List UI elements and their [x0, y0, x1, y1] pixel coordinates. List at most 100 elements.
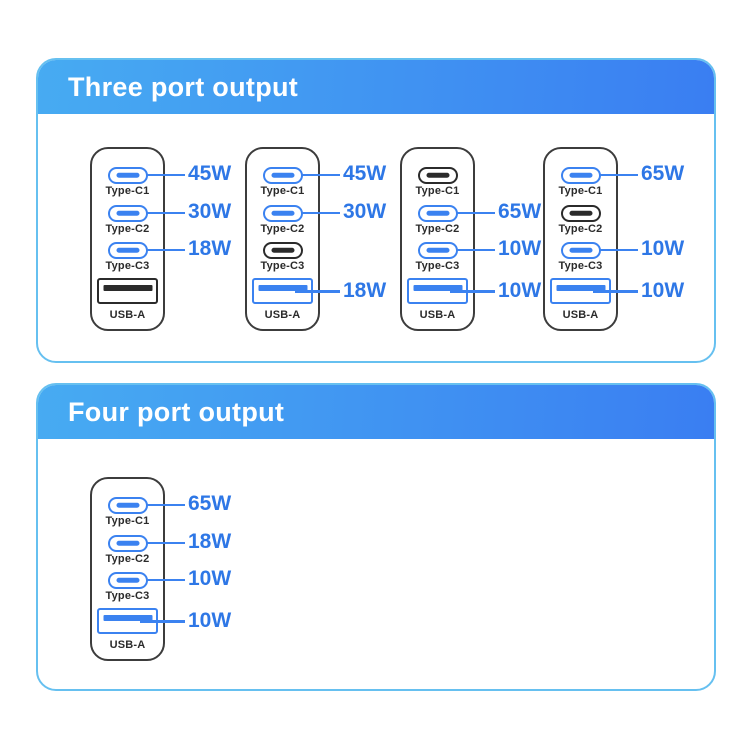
watt-label: 10W — [188, 609, 232, 632]
port-label: USB-A — [109, 639, 146, 651]
usbc-port-icon — [107, 241, 148, 259]
usbc-port-icon — [560, 166, 601, 184]
watt-label: 10W — [641, 237, 685, 260]
usbc-pin-bar — [271, 210, 294, 216]
usbc-pin-bar — [271, 172, 294, 178]
port-label: Type-C2 — [105, 223, 150, 235]
port-label: Type-C1 — [260, 185, 305, 197]
port-label: Type-C3 — [105, 590, 150, 602]
leader-line — [301, 211, 340, 215]
panel-header: Three port output — [38, 60, 714, 114]
leader-line — [140, 620, 185, 623]
usbc-pin-bar — [116, 210, 139, 216]
port-label: Type-C1 — [415, 185, 460, 197]
usbc-pin-bar — [426, 172, 449, 178]
leader-line — [146, 503, 185, 507]
watt-label: 10W — [498, 237, 542, 260]
leader-line — [593, 290, 638, 293]
usbc-pin-bar — [116, 502, 139, 508]
port-label: Type-C3 — [105, 260, 150, 272]
usba-pin-bar — [556, 284, 605, 291]
watt-label: 45W — [343, 162, 387, 185]
usbc-port-icon — [107, 204, 148, 222]
port-label: Type-C2 — [260, 223, 305, 235]
watt-label: 65W — [188, 492, 232, 515]
watt-label: 30W — [343, 200, 387, 223]
usbc-pin-bar — [116, 247, 139, 253]
port-label: Type-C1 — [105, 185, 150, 197]
usba-port-icon — [97, 278, 158, 304]
charger-diagram: Type-C1 65W Type-C2 18W Type-C3 10W USB-A 10W — [90, 477, 240, 663]
usbc-port-icon — [262, 204, 303, 222]
port-label: Type-C3 — [415, 260, 460, 272]
usbc-port-icon — [417, 204, 458, 222]
panel-title: Three port output — [68, 71, 299, 102]
leader-line — [146, 211, 185, 215]
leader-line — [146, 541, 185, 545]
port-label: Type-C1 — [105, 515, 150, 527]
panel-body: Type-C1 65W Type-C2 18W Type-C3 10W USB-A 10W — [38, 439, 714, 689]
leader-line — [146, 173, 185, 177]
leader-line — [450, 290, 495, 293]
watt-label: 10W — [188, 567, 232, 590]
watt-label: 65W — [498, 200, 542, 223]
watt-label: 18W — [188, 530, 232, 553]
port-label: Type-C3 — [558, 260, 603, 272]
port-label: USB-A — [562, 309, 599, 321]
usba-pin-bar — [413, 284, 462, 291]
leader-line — [599, 173, 638, 177]
leader-line — [146, 578, 185, 582]
leader-line — [301, 173, 340, 177]
port-label: Type-C1 — [558, 185, 603, 197]
port-label: Type-C2 — [415, 223, 460, 235]
panel-title: Four port output — [68, 396, 285, 427]
usbc-port-icon — [107, 166, 148, 184]
usbc-pin-bar — [116, 577, 139, 583]
usbc-port-icon — [107, 571, 148, 589]
watt-label: 18W — [343, 279, 387, 302]
watt-label: 30W — [188, 200, 232, 223]
watt-label: 18W — [188, 237, 232, 260]
usbc-port-icon — [262, 166, 303, 184]
watt-label: 65W — [641, 162, 685, 185]
watt-label: 10W — [641, 279, 685, 302]
charger-diagram: Type-C1 45W Type-C2 30W Type-C3 18W USB-A — [90, 147, 240, 333]
usba-pin-bar — [103, 614, 152, 621]
port-label: USB-A — [109, 309, 146, 321]
usbc-port-icon — [417, 241, 458, 259]
usbc-pin-bar — [426, 210, 449, 216]
usbc-pin-bar — [569, 210, 592, 216]
leader-line — [295, 290, 340, 293]
usbc-port-icon — [417, 166, 458, 184]
port-label: Type-C3 — [260, 260, 305, 272]
usbc-port-icon — [560, 204, 601, 222]
watt-label: 10W — [498, 279, 542, 302]
usbc-port-icon — [262, 241, 303, 259]
usbc-pin-bar — [271, 247, 294, 253]
usbc-pin-bar — [116, 172, 139, 178]
usbc-pin-bar — [426, 247, 449, 253]
leader-line — [146, 248, 185, 252]
usba-pin-bar — [103, 284, 152, 291]
usbc-port-icon — [560, 241, 601, 259]
usbc-port-icon — [107, 496, 148, 514]
usba-pin-bar — [258, 284, 307, 291]
usbc-pin-bar — [116, 540, 139, 546]
watt-label: 45W — [188, 162, 232, 185]
port-label: USB-A — [264, 309, 301, 321]
usbc-port-icon — [107, 534, 148, 552]
leader-line — [599, 248, 638, 252]
usbc-pin-bar — [569, 247, 592, 253]
leader-line — [456, 248, 495, 252]
port-label: Type-C2 — [558, 223, 603, 235]
leader-line — [456, 211, 495, 215]
panel-header: Four port output — [38, 385, 714, 439]
port-label: Type-C2 — [105, 553, 150, 565]
